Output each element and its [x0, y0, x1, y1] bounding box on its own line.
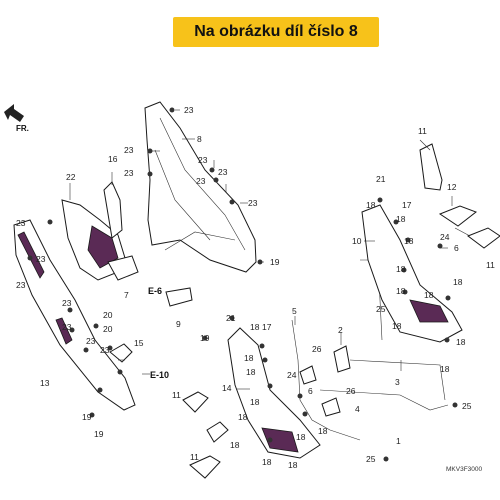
callout-19-c: 19 — [94, 429, 104, 439]
callout-23-f: 23 — [218, 167, 228, 177]
callout-4: 4 — [355, 404, 360, 414]
callout-21-a: 21 — [226, 313, 236, 323]
bracket-part-26 — [299, 365, 317, 385]
callout-11-b: 11 — [190, 452, 199, 462]
right-cover-part-10 — [361, 204, 463, 343]
lower-center-cover-part-14 — [227, 327, 321, 459]
bracket-part-7 — [107, 255, 139, 281]
panel-part-11 — [182, 143, 443, 479]
part-number-banner: Na obrázku díl číslo 8 — [173, 17, 379, 47]
bracket-part-5 — [291, 319, 361, 441]
callout-6-b: 6 — [454, 243, 459, 253]
callout-19-b: 19 — [82, 412, 92, 422]
callout-18-s: 18 — [456, 337, 466, 347]
callout-9: 9 — [176, 319, 181, 329]
callout-18-m: 18 — [404, 236, 414, 246]
callout-18-o: 18 — [396, 286, 406, 296]
callout-18-i: 18 — [296, 432, 306, 442]
callout-23-b: 23 — [124, 145, 134, 155]
callout-labels: 23 8 23 23 23 23 23 23 19 16 22 23 23 23… — [16, 105, 495, 473]
ref-e10: E-10 — [150, 370, 169, 380]
callout-23-a: 23 — [184, 105, 194, 115]
callout-18-j: 18 — [318, 426, 328, 436]
bracket-part-9 — [165, 287, 193, 307]
callout-20-b: 20 — [103, 324, 113, 334]
callout-10: 10 — [352, 236, 362, 246]
callout-18-p: 18 — [424, 290, 434, 300]
callout-25-b: 25 — [462, 401, 472, 411]
callout-17-b: 17 — [402, 200, 412, 210]
callout-18-f: 18 — [230, 440, 240, 450]
callout-24-a: 24 — [287, 370, 297, 380]
inner-cover-part-16 — [61, 181, 126, 281]
fasteners — [27, 107, 458, 462]
callout-19-d: 19 — [200, 333, 210, 343]
banner-text: Na obrázku díl číslo 8 — [194, 23, 358, 40]
callout-18-n: 18 — [396, 264, 406, 274]
callout-23-h: 23 — [16, 218, 26, 228]
callout-18-d: 18 — [250, 397, 260, 407]
callout-26-b: 26 — [346, 386, 356, 396]
callout-25-a: 25 — [376, 304, 386, 314]
callout-12: 12 — [447, 182, 457, 192]
bracket-part-2 — [333, 345, 351, 373]
callout-1: 1 — [396, 436, 401, 446]
callout-23-l: 23 — [62, 322, 72, 332]
callout-23-c: 23 — [124, 168, 134, 178]
callout-22: 22 — [66, 172, 76, 182]
callout-23-e: 23 — [196, 176, 206, 186]
callout-18-h: 18 — [288, 460, 298, 470]
callout-25-c: 25 — [366, 454, 376, 464]
callout-2: 2 — [338, 325, 343, 335]
callout-18-l: 18 — [396, 214, 406, 224]
small-plate-part-15 — [109, 343, 133, 363]
callout-15: 15 — [134, 338, 144, 348]
callout-14: 14 — [222, 383, 232, 393]
callout-18-b: 18 — [244, 353, 254, 363]
callout-5: 5 — [292, 306, 297, 316]
callout-16: 16 — [108, 154, 118, 164]
callout-18-k: 18 — [366, 200, 376, 210]
callout-8: 8 — [197, 134, 202, 144]
front-direction-arrow: FR. — [4, 104, 29, 133]
callout-18-q: 18 — [453, 277, 463, 287]
callout-7: 7 — [124, 290, 129, 300]
callout-21-b: 21 — [376, 174, 386, 184]
callout-23-k: 23 — [62, 298, 72, 308]
leader-lines — [69, 109, 471, 390]
callout-18-c: 18 — [246, 367, 256, 377]
callout-23-g: 23 — [248, 198, 258, 208]
ref-e6: E-6 — [148, 286, 162, 296]
left-side-cover-part-13 — [13, 219, 136, 411]
front-direction-label: FR. — [16, 124, 29, 133]
callout-18-r: 18 — [392, 321, 402, 331]
panel-part-12 — [438, 205, 500, 249]
callout-18-g: 18 — [262, 457, 272, 467]
callout-23-n: 23 — [100, 345, 110, 355]
callout-23-i: 23 — [36, 254, 46, 264]
callout-23-d: 23 — [198, 155, 208, 165]
callout-24-b: 24 — [440, 232, 450, 242]
callout-11-a: 11 — [172, 390, 181, 400]
callout-13: 13 — [40, 378, 50, 388]
callout-18-e: 18 — [238, 412, 248, 422]
callout-20-a: 20 — [103, 310, 113, 320]
callout-11-d: 11 — [486, 260, 495, 270]
callout-19-a: 19 — [270, 257, 280, 267]
callout-3: 3 — [395, 377, 400, 387]
diagram-code: MKV3F3000 — [446, 466, 483, 473]
callout-11-c: 11 — [418, 126, 427, 136]
callout-23-m: 23 — [86, 336, 96, 346]
callout-18-a: 18 — [250, 322, 260, 332]
main-front-cover-part-8 — [144, 101, 257, 273]
callout-18-t: 18 — [440, 364, 450, 374]
callout-6-a: 6 — [308, 386, 313, 396]
callout-26-a: 26 — [312, 344, 322, 354]
bracket-part-4 — [321, 397, 341, 417]
callout-23-j: 23 — [16, 280, 26, 290]
callout-17-a: 17 — [262, 322, 272, 332]
